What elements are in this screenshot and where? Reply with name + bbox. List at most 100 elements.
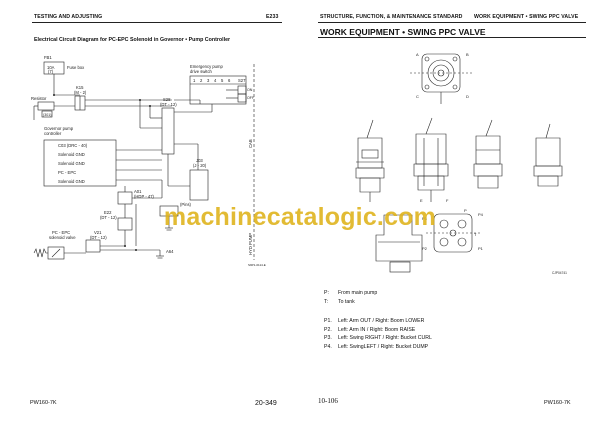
governor-label-2: controller [44, 131, 62, 136]
ppc-valve-drawing: A B C D E F P T P1 P2 P3 P4 CJP04741 [355, 52, 567, 275]
v21-connector [85, 239, 101, 253]
legend-code: P: [324, 290, 329, 296]
a01-type-label: (HDP - 47) [134, 194, 155, 199]
solenoid-line-4: Solenoid GND [58, 179, 85, 184]
hyd-pump-label: HYD PUMP [248, 233, 253, 255]
switch-off-label: OFF [247, 96, 255, 100]
resistor-label: Resistor [31, 96, 47, 101]
right-fig-ref: CJP04741 [552, 271, 567, 275]
right-title-rule [318, 37, 586, 38]
k15-label: K15 [76, 85, 84, 90]
j03-label: J03 [196, 158, 203, 163]
switch-on-label: ON [247, 88, 253, 92]
resistor-code-label: (301) [43, 113, 51, 117]
pin-5: 5 [221, 78, 224, 83]
view-label-a: A [416, 52, 419, 57]
s27-label: S27 [238, 78, 246, 83]
legend-code: P4. [324, 343, 332, 350]
port-p1-label: P1 [478, 246, 484, 251]
governor-controller-box [43, 139, 117, 187]
resistor-symbol [37, 101, 55, 111]
pin-1: 1 [193, 78, 196, 83]
pc-epc-valve-label-2: solenoid valve [49, 235, 76, 240]
pins-box [159, 205, 179, 217]
view-label-b: B [466, 52, 469, 57]
j03-connector [189, 169, 209, 201]
j03-type-label: (J - 20) [193, 163, 207, 168]
right-page: STRUCTURE, FUNCTION, & MAINTENANCE STAND… [300, 0, 600, 424]
fuse-box-label: Fuse box [67, 65, 85, 70]
legend-item: P1. Left: Arm OUT / Right: Boom LOWER [324, 317, 432, 326]
legend-item: P2. Left: Arm IN / Right: Boom RAISE [324, 326, 432, 335]
legend-text: Left: Arm IN / Right: Boom RAISE [338, 326, 416, 333]
fuse-rating-label: 10A [47, 65, 55, 70]
pin-6: 6 [228, 78, 231, 83]
legend-code: P3. [324, 335, 332, 341]
solenoid-line-2: Solenoid GND [58, 161, 85, 166]
v21-label: V21 [94, 230, 102, 235]
right-footer-page: 10-106 [318, 397, 338, 405]
e22-type-label: (DT - 12) [100, 215, 117, 220]
port-legend-pilot: P1. Left: Arm OUT / Right: Boom LOWER P2.… [324, 317, 432, 351]
k15-type-label: (M - 2) [74, 90, 87, 95]
right-header-rule [318, 22, 586, 23]
port-legend-main: P: From main pump T: To tank [324, 289, 377, 306]
diagram-fig-ref: S9P1-0114-E [248, 263, 266, 267]
legend-item: P3. Left: Swing RIGHT / Right: Bucket CUR… [324, 334, 432, 343]
c03-label: C03 (DRC - 40) [58, 143, 88, 148]
view-label-e: E [420, 198, 423, 203]
legend-code: P1. [324, 318, 332, 324]
left-footer-page: 20-349 [255, 400, 277, 407]
left-header-code: E233 [266, 14, 279, 20]
port-p3-label: P3 [422, 216, 428, 221]
legend-item: P4. Left: SwingLEFT / Right: Bucket DUMP [324, 343, 432, 352]
view-label-d: D [466, 94, 469, 99]
pin-3: 3 [207, 78, 210, 83]
cab-label: CAB [248, 139, 253, 148]
view-label-f: F [446, 198, 449, 203]
a01-connector [117, 191, 133, 205]
legend-text: From main pump [338, 290, 378, 296]
left-header-rule [32, 22, 282, 23]
e22-label: E22 [104, 210, 112, 215]
legend-text: To tank [338, 298, 355, 305]
port-p-label: P [464, 208, 467, 213]
left-header-section: TESTING AND ADJUSTING [34, 14, 103, 20]
legend-item: T: To tank [324, 298, 377, 307]
port-p4-label: P4 [478, 212, 484, 217]
a01-label: A01 [134, 189, 142, 194]
fb1-label: FB1 [44, 55, 52, 60]
right-header-section: STRUCTURE, FUNCTION, & MAINTENANCE STAND… [320, 14, 463, 20]
left-diagram-title: Electrical Circuit Diagram for PC-EPC So… [34, 37, 231, 43]
pc-epc-valve-label-1: PC - EPC [52, 230, 70, 235]
v21-type-label: (DT - 12) [90, 235, 107, 240]
a64-label: A64 [166, 249, 174, 254]
port-t-label: T [474, 232, 477, 237]
solenoid-line-3: PC - EPC [58, 170, 76, 175]
right-header-topic: WORK EQUIPMENT • SWING PPC VALVE [474, 14, 579, 20]
legend-text: Left: Arm OUT / Right: Boom LOWER [338, 318, 425, 324]
left-page: TESTING AND ADJUSTING E233 Electrical Ci… [30, 14, 282, 407]
pin-4: 4 [214, 78, 217, 83]
circuit-diagram: FB1 10A (7) Fuse box Resistor (301) K15 … [31, 55, 266, 267]
right-footer-model: PW160-7K [544, 400, 571, 406]
s28-connector [161, 107, 175, 155]
legend-text: Left: SwingLEFT / Right: Bucket DUMP [338, 343, 429, 350]
left-footer-model: PW160-7K [30, 400, 57, 406]
pins-label: (Pins) [180, 202, 192, 207]
port-p2-label: P2 [422, 246, 428, 251]
legend-code: P2. [324, 326, 332, 333]
right-page-title: WORK EQUIPMENT • SWING PPC VALVE [320, 27, 486, 37]
legend-text: Left: Swing RIGHT / Right: Bucket CURL [338, 335, 432, 341]
s28-label: S28 [163, 97, 171, 102]
governor-label-1: Governor pump [44, 126, 74, 131]
s28-type-label: (DT - 12) [160, 102, 177, 107]
fuse-number-label: (7) [48, 69, 54, 74]
emergency-switch-label-1: Emergency pump [190, 64, 223, 69]
solenoid-line-1: Solenoid GND [58, 152, 85, 157]
view-label-c: C [416, 94, 419, 99]
legend-code: T: [324, 298, 329, 305]
emergency-switch-label-2: drive switch [190, 69, 213, 74]
pin-2: 2 [200, 78, 203, 83]
e22-connector [117, 217, 133, 231]
